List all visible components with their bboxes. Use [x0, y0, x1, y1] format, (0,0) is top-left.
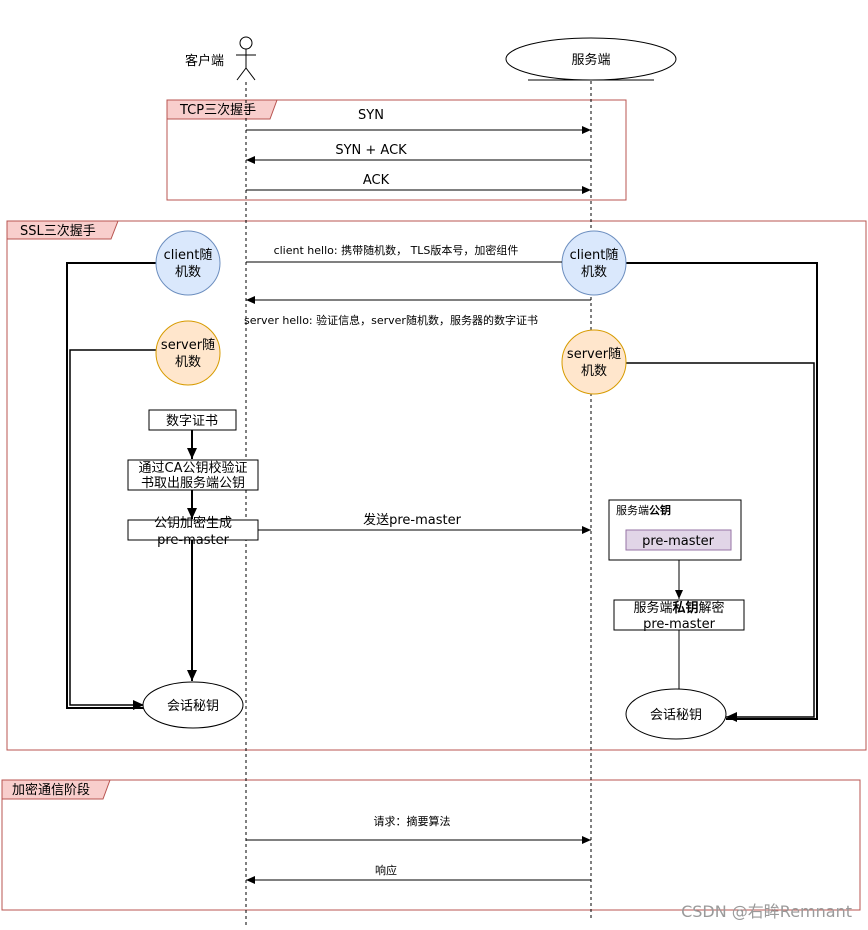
msg-response-label: 响应: [375, 863, 397, 877]
msg-client-hello: client hello: 携带随机数， TLS版本号，加密组件: [246, 243, 562, 263]
ssl-frame: SSL三次握手: [6, 220, 867, 751]
server-random-left-l1: server随: [161, 338, 215, 353]
client-random-left-l1: client随: [164, 248, 213, 263]
enc-frame-title: 加密通信阶段: [12, 782, 90, 798]
session-key-server: 会话秘钥: [625, 688, 727, 740]
msg-send-premaster-label: 发送pre-master: [363, 512, 461, 528]
server-random-left-l2: 机数: [175, 355, 201, 370]
server-participant: 服务端: [505, 37, 677, 81]
cert-box: 数字证书: [148, 409, 237, 431]
verify-box: 通过CA公钥校验证 书取出服务端公钥: [127, 459, 259, 491]
session-key-client-label: 会话秘钥: [167, 699, 219, 714]
server-pubkey-box: 服务端公钥 pre-master: [608, 499, 742, 561]
msg-ack-label: ACK: [363, 173, 390, 188]
msg-synack-label: SYN + ACK: [335, 143, 407, 158]
server-random-left: server随 机数: [155, 320, 221, 386]
tcp-frame-title: TCP三次握手: [179, 102, 256, 118]
client-random-right-l2: 机数: [581, 265, 607, 280]
client-label: 客户端: [185, 53, 224, 69]
tcp-frame: TCP三次握手: [166, 99, 627, 201]
client-random-left: client随 机数: [155, 230, 221, 296]
msg-client-hello-label: client hello: 携带随机数， TLS版本号，加密组件: [274, 243, 519, 257]
session-key-server-label: 会话秘钥: [650, 708, 702, 723]
verify-box-l2: 书取出服务端公钥: [141, 475, 245, 491]
server-random-right-l1: server随: [567, 347, 621, 362]
msg-server-hello: server hello: 验证信息，server随机数，服务器的数字证书: [244, 296, 591, 327]
server-server-random-line: [626, 362, 815, 722]
msg-response: 响应: [246, 863, 591, 884]
server-random-right-l2: 机数: [581, 364, 607, 379]
client-actor: 客户端: [185, 36, 256, 81]
decrypt-bold: 私钥: [672, 600, 698, 616]
verify-box-l1: 通过CA公钥校验证: [139, 460, 248, 476]
decrypt-box-l2: pre-master: [643, 617, 715, 632]
server-label: 服务端: [571, 52, 610, 68]
decrypt-box-l1: 服务端私钥解密: [633, 600, 724, 616]
msg-request-label: 请求：摘要算法: [374, 814, 451, 828]
client-random-left-l2: 机数: [175, 265, 201, 280]
decrypt-box: 服务端私钥解密 pre-master: [613, 599, 745, 632]
server-client-random-line: [626, 262, 818, 720]
encrypt-box: 公钥加密生成 pre-master: [127, 515, 259, 548]
watermark: CSDN @右眸Remnant: [681, 902, 852, 921]
msg-syn-label: SYN: [358, 108, 384, 123]
client-random-to-session-line: [66, 262, 156, 709]
cert-box-label: 数字证书: [166, 414, 218, 429]
server-pubkey-title: 服务端公钥: [616, 503, 671, 517]
server-pubkey-bold: 公钥: [649, 503, 671, 517]
session-key-client: 会话秘钥: [142, 681, 244, 729]
enc-frame: 加密通信阶段: [1, 779, 861, 911]
msg-synack: SYN + ACK: [246, 143, 591, 164]
msg-send-premaster: 发送pre-master: [258, 512, 591, 534]
premaster-chip-label: pre-master: [642, 534, 714, 549]
encrypt-box-l1: 公钥加密生成: [154, 515, 232, 531]
server-pubkey-prefix: 服务端: [616, 504, 649, 517]
msg-syn: SYN: [246, 108, 591, 134]
ssl-frame-title: SSL三次握手: [20, 223, 96, 239]
decrypt-suffix: 解密: [699, 600, 725, 616]
msg-server-hello-label: server hello: 验证信息，server随机数，服务器的数字证书: [244, 313, 538, 327]
decrypt-prefix: 服务端: [633, 600, 672, 616]
server-random-right: server随 机数: [561, 329, 627, 395]
msg-ack: ACK: [246, 173, 591, 194]
client-random-right-l1: client随: [570, 248, 619, 263]
client-random-right: client随 机数: [561, 230, 627, 296]
server-random-to-session-line: [69, 349, 156, 710]
encrypt-box-l2: pre-master: [157, 533, 229, 548]
msg-request: 请求：摘要算法: [246, 814, 591, 844]
